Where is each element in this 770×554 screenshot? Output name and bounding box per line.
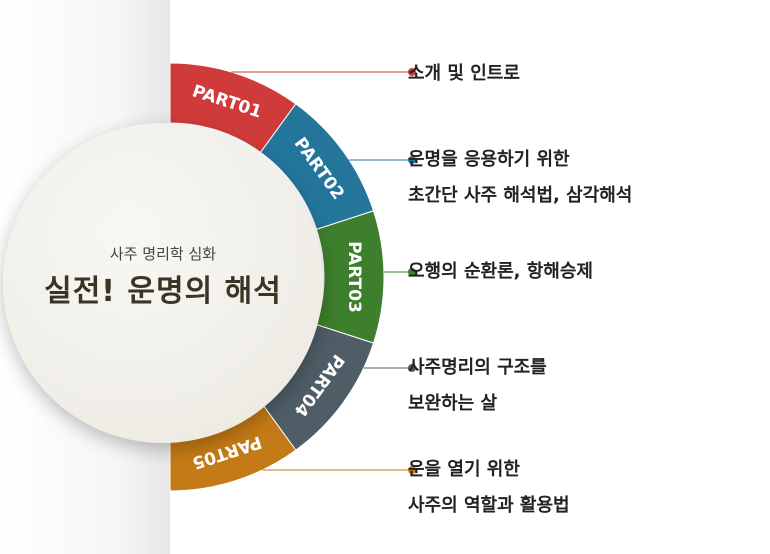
bullet-dot-3 [408,268,416,276]
bullet-dot-5 [408,466,416,474]
part-04-description: 사주명리의 구조를 보완하는 살 [408,350,547,422]
part-02-description: 운명을 응용하기 위한 초간단 사주 해석법, 삼각해석 [408,142,632,214]
part-04-text-line1: 사주명리의 구조를 [408,357,547,378]
part-03-text: 오행의 순환론, 항해승제 [408,261,593,282]
part-label-3: PART03 [344,241,364,313]
part-04-text-line2: 보완하는 살 [408,393,498,414]
part-05-text-line2: 사주의 역할과 활용법 [408,495,570,516]
center-disc [3,123,323,443]
part-05-description: 운을 열기 위한 사주의 역할과 활용법 [408,452,570,524]
bullet-dot-4 [408,364,416,372]
bullet-dot-2 [408,156,416,164]
connector-lines [231,68,416,474]
part-03-description: 오행의 순환론, 항해승제 [408,254,593,290]
part-02-text-line2: 초간단 사주 해석법, 삼각해석 [408,185,633,206]
part-01-text: 소개 및 인트로 [408,63,520,84]
bullet-dot-1 [408,68,416,76]
part-01-description: 소개 및 인트로 [408,56,520,92]
part-05-text-line1: 운을 열기 위한 [408,459,520,480]
hub-title: 실전! 운명의 해석 [44,274,282,309]
hub-subtitle: 사주 명리학 심화 [109,245,217,263]
part-02-text-line1: 운명을 응용하기 위한 [408,149,570,170]
